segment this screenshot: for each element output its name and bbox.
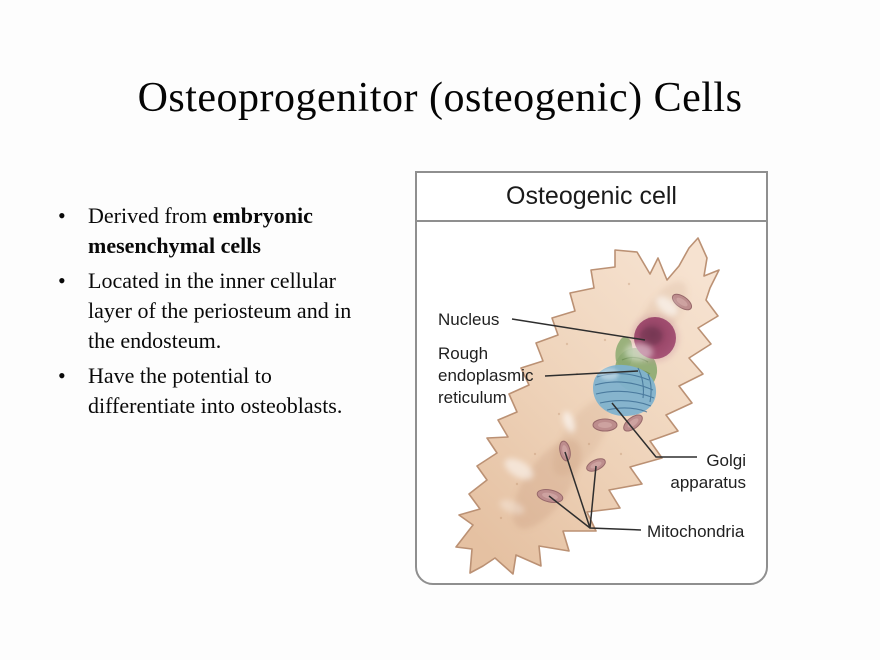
label-golgi: Golgi apparatus	[670, 451, 746, 492]
mitochondrion-shape	[671, 293, 693, 311]
figure-header: Osteogenic cell	[417, 173, 766, 222]
figure-body: Nucleus Rough endoplasmic reticulum Golg…	[417, 222, 766, 583]
leader-line-rough-er	[544, 370, 639, 377]
er-shape	[593, 364, 657, 417]
mitochondrion-shape	[592, 418, 618, 432]
page-title: Osteoprogenitor (osteogenic) Cells	[137, 75, 743, 121]
mitochondrion-shape	[586, 458, 606, 472]
bullet-text: Have the potential to differentiate into…	[88, 363, 343, 418]
bullet-marker: •	[58, 203, 66, 228]
bullet-marker: •	[58, 268, 66, 293]
nucleus-shape	[625, 314, 679, 362]
bullet-item: • Have the potential to differentiate int…	[58, 361, 366, 421]
figure-title: Osteogenic cell	[506, 182, 677, 210]
bullet-item: • Located in the inner cellular layer of …	[58, 266, 366, 356]
cell-diagram	[455, 237, 720, 575]
leader-line-mitochondria	[548, 451, 642, 531]
bullet-list: • Derived from embryonic mesenchymal cell…	[58, 201, 366, 426]
bullet-item: • Derived from embryonic mesenchymal cell…	[58, 201, 366, 261]
leader-lines	[511, 318, 697, 531]
label-nucleus: Nucleus	[438, 310, 500, 329]
cell-highlights	[499, 296, 678, 515]
label-rough-er: Rough endoplasmic reticulum	[438, 344, 534, 407]
bullet-marker: •	[58, 363, 66, 388]
leader-line-nucleus	[511, 318, 646, 341]
label-mitochondria: Mitochondria	[647, 522, 745, 541]
bullet-text: Derived from	[88, 203, 213, 228]
bullet-text: Located in the inner cellular layer of t…	[88, 268, 352, 353]
bullet-text-bold: embryonic mesenchymal cells	[88, 203, 313, 258]
leader-line-golgi	[611, 402, 697, 458]
figure-box: Osteogenic cell	[415, 171, 768, 585]
